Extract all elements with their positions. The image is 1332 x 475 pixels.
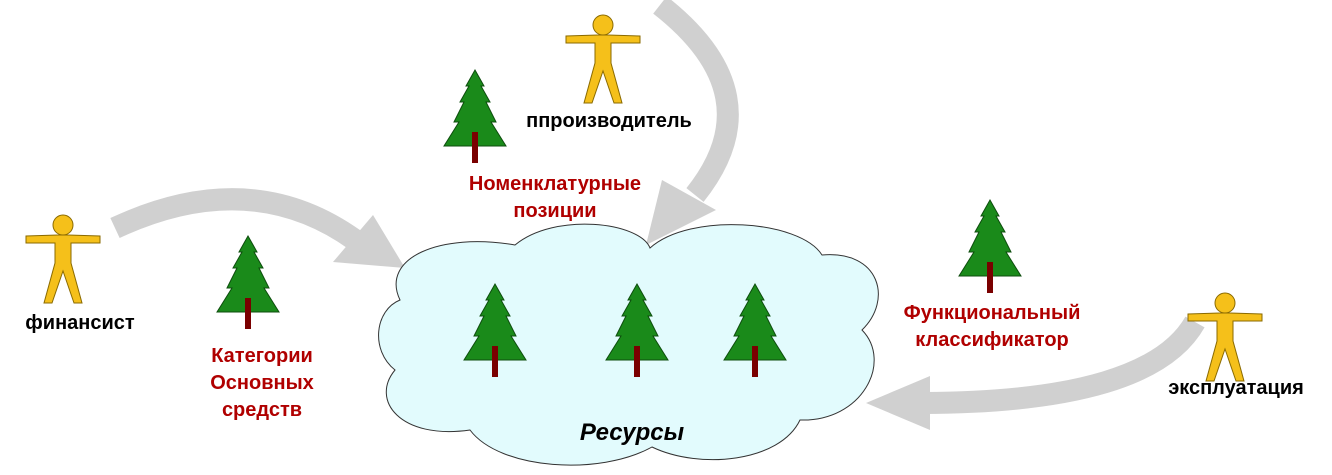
person-icon-operation (1187, 292, 1263, 382)
person-icon-financier (25, 214, 101, 304)
tree-icon-nomenclature (443, 69, 507, 164)
label-fixed-assets-2: Основных (210, 372, 314, 394)
label-fixed-assets-3: средств (222, 399, 302, 421)
label-functional-2: классификатор (915, 329, 1069, 351)
arrow-financier-to-resources (110, 188, 405, 268)
label-operation: эксплуатация (1168, 377, 1304, 399)
arrow-operation-to-resources (866, 316, 1205, 430)
person-icon-producer (565, 14, 641, 104)
label-nomenclature-2: позиции (513, 200, 596, 222)
label-producer: ппроизводитель (526, 110, 692, 132)
arrow-producer-to-resources (646, 0, 739, 245)
label-financier: финансист (25, 312, 135, 334)
tree-icon-functional (958, 199, 1022, 294)
label-resources: Ресурсы (580, 419, 685, 446)
label-fixed-assets-1: Категории (211, 345, 313, 367)
label-nomenclature-1: Номенклатурные (469, 173, 641, 195)
label-functional-1: Функциональный (904, 302, 1081, 324)
tree-icon-fixed-assets (216, 235, 280, 330)
